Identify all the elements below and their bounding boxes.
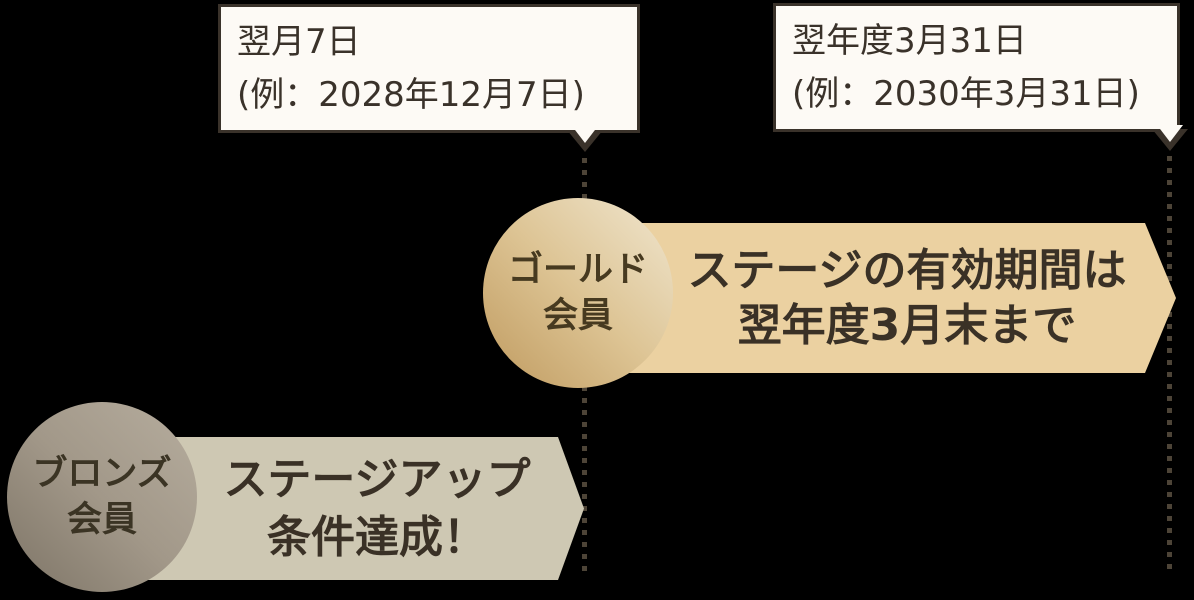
gold-banner-line2: 翌年度3月末まで	[737, 300, 1077, 351]
bronze-banner-line1: ステージアップ	[223, 454, 531, 506]
bronze-banner-line2: 条件達成！	[267, 511, 487, 563]
bronze-badge-line2: 会員	[66, 500, 137, 540]
bronze-badge-line1: ブロンズ	[32, 453, 172, 494]
stage-up-date-callout: 翌月7日 (例：2028年12月7日)	[218, 4, 640, 153]
expiry-date-line1: 翌年度3月31日	[792, 21, 1027, 61]
bronze-member-badge: ブロンズ 会員	[7, 402, 197, 592]
expiry-date-line2: (例：2030年3月31日)	[792, 73, 1140, 114]
gold-badge-line1: ゴールド	[507, 249, 648, 290]
gold-member-badge: ゴールド 会員	[483, 198, 673, 388]
expiry-date-callout: 翌年度3月31日 (例：2030年3月31日)	[773, 3, 1188, 152]
stage-up-date-line2: (例：2028年12月7日)	[237, 74, 585, 115]
stage-up-date-line1: 翌月7日	[237, 22, 361, 62]
gold-validity-banner-text: ステージの有効期間は 翌年度3月末まで	[560, 243, 1176, 353]
gold-badge-line2: 会員	[542, 296, 613, 336]
bronze-stage-up-banner-text: ステージアップ 条件達成！	[90, 451, 584, 565]
timeline-dotted-line-expiry	[1167, 156, 1172, 574]
gold-banner-line1: ステージの有効期間は	[687, 245, 1127, 296]
